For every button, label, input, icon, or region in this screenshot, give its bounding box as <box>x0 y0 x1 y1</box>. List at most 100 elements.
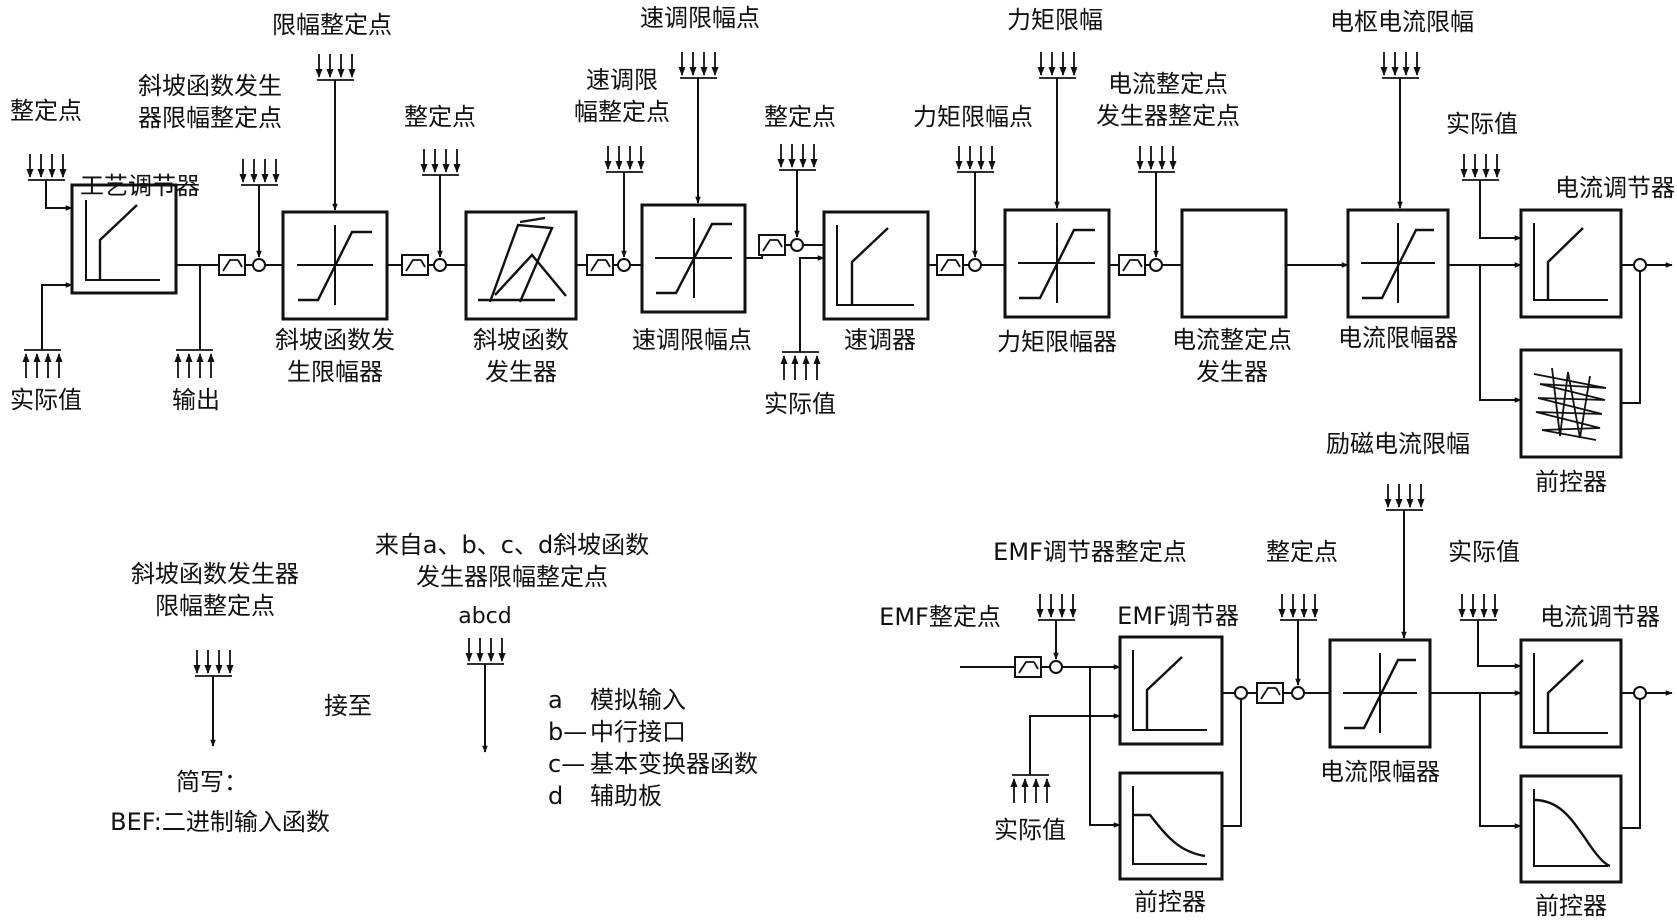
armature-current-limit-input <box>1382 52 1419 209</box>
speed-limit-point-input <box>680 52 717 204</box>
legend-ramp-limit-setpoint-line1: 斜坡函数发生器 <box>131 560 299 588</box>
speed-limit-setpoint-input <box>606 146 643 258</box>
legend-ramp-limit-setpoint-line2: 限幅整定点 <box>155 592 275 620</box>
summing-junction-6 <box>1149 258 1163 272</box>
label-ramp-generator-line1: 斜坡函数 <box>473 326 569 354</box>
binary-switch-8 <box>1256 682 1284 704</box>
legend-item-key: d <box>548 782 563 810</box>
signal-line-feedforward-return <box>1621 699 1641 829</box>
feedforward-block-bottom-1 <box>1118 771 1224 881</box>
label-actual-value-5: 实际值 <box>1448 538 1520 566</box>
legend-input-bundle <box>195 650 232 747</box>
label-current-setpoint-gen-line1: 电流整定点 <box>1172 326 1292 354</box>
label-ramp-generator-line2: 发生器 <box>485 358 557 386</box>
current-controller-block-bottom <box>1519 638 1623 749</box>
legend-bef-definition: BEF:二进制输入函数 <box>110 808 330 836</box>
speed-controller-block <box>822 210 930 321</box>
legend-item-text: 辅助板 <box>590 782 662 810</box>
label-actual-value-1: 实际值 <box>10 386 82 414</box>
label-speed-limit-setpoint-line1: 速调限 <box>586 66 658 94</box>
label-actual-value-2: 实际值 <box>764 390 836 418</box>
field-current-limit-input <box>1386 484 1423 639</box>
legend-from-abcd-line2: 发生器限幅整定点 <box>416 563 608 591</box>
legend-abcd: abcd <box>458 604 512 629</box>
tech-controller-block <box>70 183 178 295</box>
summing-junction-5 <box>968 258 982 272</box>
summing-junction-1 <box>252 258 266 272</box>
summing-junction-10 <box>1633 686 1647 700</box>
signal-line-feedforward-return <box>1621 271 1641 404</box>
label-setpoint-1: 整定点 <box>10 97 82 125</box>
actual-value-input-2 <box>782 255 825 380</box>
feedforward-block-bottom-2 <box>1519 774 1623 884</box>
label-ramp-limiter-line2: 生限幅器 <box>287 358 383 386</box>
signal-line-feedforward <box>1479 265 1522 403</box>
label-current-controller-top: 电流调节器 <box>1555 174 1675 202</box>
legend-abcd-bundle <box>467 638 504 753</box>
summing-junction-output <box>1633 258 1647 272</box>
label-current-limiter-top: 电流限幅器 <box>1338 324 1458 352</box>
label-actual-value-4: 实际值 <box>994 816 1066 844</box>
legend-connect-to: 接至 <box>324 692 372 720</box>
binary-switch-1 <box>218 254 246 276</box>
torque-limit-point-input <box>957 146 994 258</box>
label-current-setpoint-gen-line2: 发生器 <box>1196 358 1268 386</box>
legend-item-text: 中行接口 <box>590 718 686 746</box>
binary-switch-3 <box>586 254 614 276</box>
torque-limit-input <box>1039 52 1076 209</box>
output-tap <box>176 265 213 378</box>
legend-item-text: 基本变换器函数 <box>590 750 758 778</box>
label-feedforward-bottom-2: 前控器 <box>1535 892 1607 920</box>
current-setpoint-generator-block <box>1180 208 1288 319</box>
label-emf-controller: EMF调节器 <box>1117 602 1239 630</box>
current-setpoint-gen-setpoint-input <box>1138 146 1175 258</box>
actual-value-input-4 <box>1012 713 1121 803</box>
speed-limit-block <box>640 203 747 314</box>
label-current-setpoint-gen-setpoint-line2: 发生器整定点 <box>1096 102 1240 130</box>
label-speed-controller: 速调器 <box>844 326 916 354</box>
summing-junction-7 <box>1049 660 1063 674</box>
setpoint-input-4 <box>1280 594 1317 686</box>
label-ramp-limit-setpoint-line2: 器限幅整定点 <box>138 104 282 132</box>
actual-value-input-3 <box>1462 154 1522 241</box>
binary-switch-2 <box>401 254 429 276</box>
label-field-current-limit: 励磁电流限幅 <box>1326 430 1470 458</box>
actual-value-input-1 <box>24 282 73 378</box>
label-setpoint-2: 整定点 <box>404 103 476 131</box>
feedforward-block-top <box>1519 348 1623 459</box>
legend-item-text: 模拟输入 <box>590 686 686 714</box>
label-limit-setpoint: 限幅整定点 <box>272 11 392 39</box>
summing-junction-4 <box>790 238 804 252</box>
label-feedforward-bottom-1: 前控器 <box>1134 888 1206 916</box>
label-emf-setpoint: EMF整定点 <box>879 603 1001 631</box>
legend-from-abcd-line1: 来自a、b、c、d斜坡函数 <box>375 531 649 559</box>
actual-value-input-5 <box>1460 594 1522 669</box>
current-limiter-block-bottom <box>1328 638 1432 749</box>
label-ramp-limit-setpoint-line1: 斜坡函数发生 <box>138 72 282 100</box>
label-speed-limit-point-bottom: 速调限幅点 <box>632 326 752 354</box>
legend-abbrev-label: 简写： <box>176 768 248 796</box>
label-feedforward-top: 前控器 <box>1535 468 1607 496</box>
label-torque-limiter: 力矩限幅器 <box>997 328 1117 356</box>
limit-setpoint-input <box>317 54 354 211</box>
label-speed-limit-point-top: 速调限幅点 <box>640 4 760 32</box>
ramp-limiter-block <box>281 210 389 321</box>
legend-item-key: a <box>548 686 563 714</box>
label-current-controller-bottom: 电流调节器 <box>1540 603 1660 631</box>
emf-ctrl-setpoint-input <box>1038 594 1075 660</box>
label-emf-ctrl-setpoint: EMF调节器整定点 <box>993 538 1187 566</box>
summing-junction-8 <box>1234 686 1248 700</box>
signal-line-feedforward-return <box>1222 699 1242 827</box>
signal-line-feedforward <box>1479 693 1522 829</box>
label-speed-limit-setpoint-line2: 幅整定点 <box>574 98 670 126</box>
label-armature-current-limit: 电枢电流限幅 <box>1330 8 1474 36</box>
emf-controller-block <box>1118 635 1224 746</box>
label-tech-controller: 工艺调节器 <box>80 172 200 200</box>
setpoint-input-2 <box>422 149 459 258</box>
legend-item-key: b— <box>548 718 587 746</box>
torque-limiter-block <box>1003 208 1111 319</box>
label-setpoint-3: 整定点 <box>764 103 836 131</box>
label-current-limiter-bottom: 电流限幅器 <box>1320 758 1440 786</box>
ramp-generator-block <box>464 210 578 321</box>
legend-items: a 模拟输入 b— 中行接口 c— 基本变换器函数 d 辅助板 <box>548 686 758 810</box>
